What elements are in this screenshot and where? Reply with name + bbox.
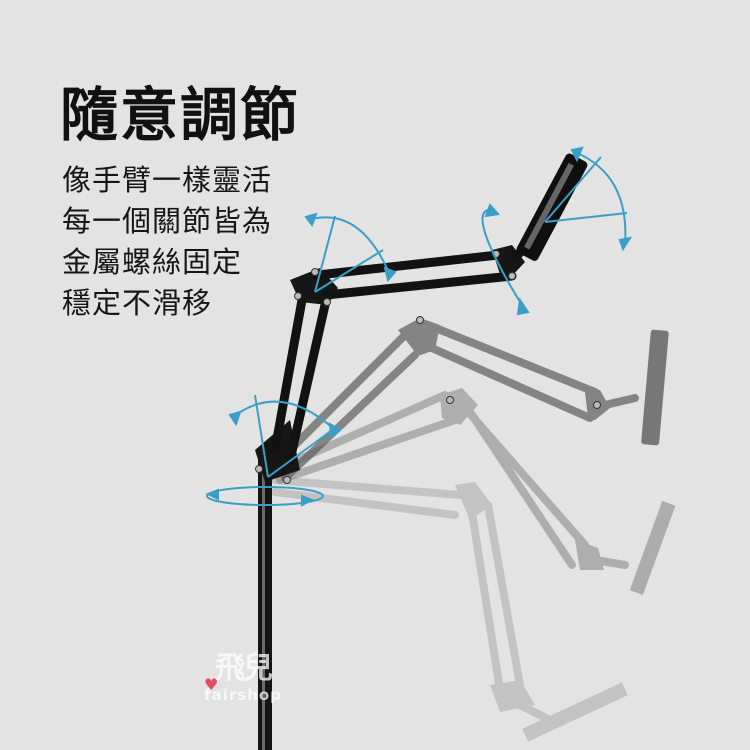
brand-watermark: 飛兒 ♥ fairshop [198,652,288,705]
stand-pole [258,455,272,750]
description-line: 穩定不滑移 [62,286,213,320]
watermark-brand-cn: 飛兒 ♥ [198,652,288,695]
ghost-arm-low [271,476,628,742]
joint-bolts [255,250,601,484]
description-line: 每一個關節皆為 [62,204,273,238]
headline: 隨意調節 [60,81,301,149]
ghost-arm-upper [266,318,669,482]
rotation-arrow-icon [205,146,633,507]
description-line: 金屬螺絲固定 [62,245,243,279]
feature-description: 像手臂一樣靈活 每一個關節皆為 金屬螺絲固定 穩定不滑移 [62,160,272,324]
watermark-brand-en: fairshop [204,686,282,704]
main-arm [255,153,588,482]
description-line: 像手臂一樣靈活 [62,163,273,197]
heart-icon: ♥ [204,675,218,694]
